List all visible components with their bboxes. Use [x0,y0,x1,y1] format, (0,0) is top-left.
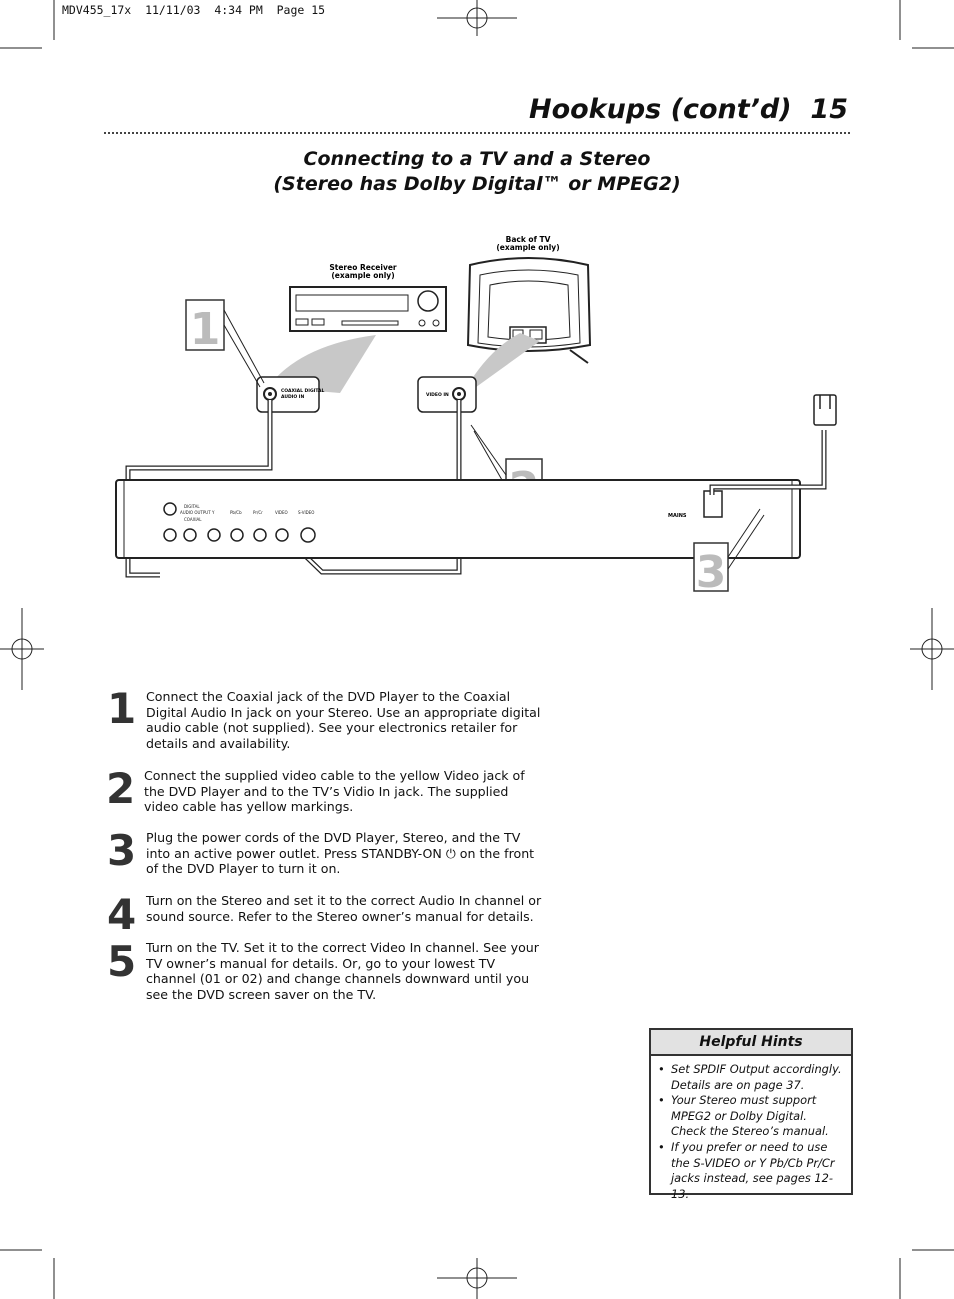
power-plug-icon [813,394,837,426]
helpful-hints-title: Helpful Hints [651,1030,851,1056]
step-text: Connect the supplied video cable to the … [144,768,525,815]
dvd-player-jacks [163,502,316,543]
step-number: 3 [107,826,137,875]
tv-label-line1: Back of TV [506,235,551,244]
receiver-label-line2: (example only) [331,271,394,280]
print-slug: MDV455_17x 11/11/03 4:34 PM Page 15 [62,3,326,17]
step-number: 1 [107,684,137,733]
mains-label: MAINS [668,513,687,519]
svg-text:S-VIDEO: S-VIDEO [298,510,314,515]
svg-text:Y: Y [211,510,215,515]
helpful-hints-list: Set SPDIF Output accordingly. Details ar… [651,1062,851,1202]
hint-item: If you prefer or need to use the S-VIDEO… [658,1140,845,1202]
coax-label-line1: COAXIAL DIGITAL [281,388,325,394]
callout-1: 1 [190,304,221,355]
svg-text:COAXIAL: COAXIAL [184,517,202,522]
video-in-label: VIDEO IN [426,392,449,398]
receiver-label-line1: Stereo Receiver [329,263,397,272]
step-number: 4 [107,890,137,939]
svg-text:Pb/Cb: Pb/Cb [230,510,242,515]
step-text: Plug the power cords of the DVD Player, … [146,830,535,877]
step-number: 5 [107,937,137,986]
coax-label-line2: AUDIO IN [281,394,304,400]
page-title: Hookups (cont’d) 15 [528,94,848,125]
helpful-hints-box: Helpful Hints Set SPDIF Output according… [649,1028,853,1201]
tv-label-line2: (example only) [496,243,559,252]
hint-item: Set SPDIF Output accordingly. Details ar… [658,1062,845,1093]
stereo-receiver-illustration [289,286,447,332]
svg-text:DIGITAL: DIGITAL [184,504,200,509]
step-number: 2 [106,764,136,813]
step-text: Turn on the TV. Set it to the correct Vi… [146,940,539,1002]
svg-text:AUDIO OUTPUT: AUDIO OUTPUT [180,510,211,515]
svg-text:VIDEO: VIDEO [275,510,288,515]
callout-3: 3 [696,547,727,598]
hint-item: Your Stereo must support MPEG2 or Dolby … [658,1093,845,1140]
section-title-line1: Connecting to a TV and a Stereo [303,148,651,170]
step-text: Connect the Coaxial jack of the DVD Play… [146,689,541,751]
step-text: Turn on the Stereo and set it to the cor… [146,893,542,924]
svg-text:Pr/Cr: Pr/Cr [253,510,263,515]
section-title-line2: (Stereo has Dolby Digital™ or MPEG2) [273,173,681,195]
hookup-diagram: Back of TV (example only) Stereo Receive… [115,235,837,598]
page-number: 15 [810,94,848,125]
dotted-rule [104,132,850,134]
tv-illustration [466,257,592,364]
